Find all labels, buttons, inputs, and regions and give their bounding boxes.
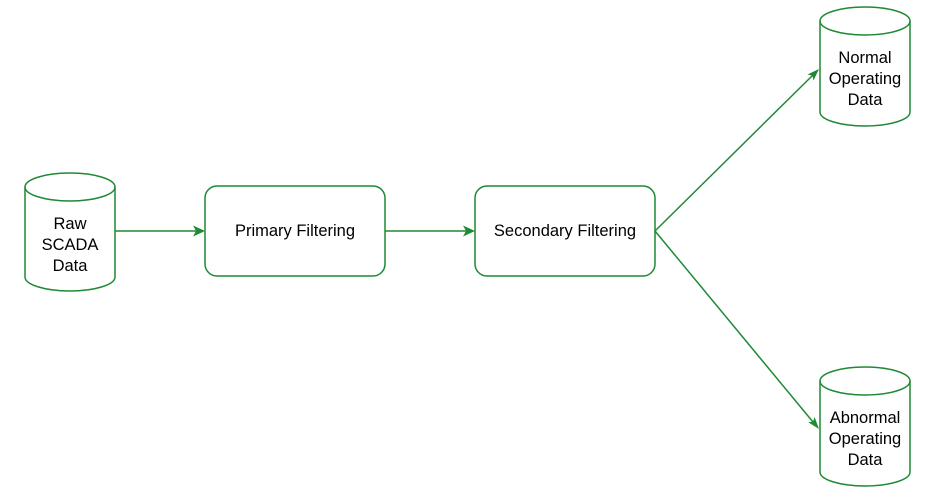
normal-operating-data-cylinder-rim <box>819 20 911 36</box>
edge-secondary-to-normal <box>654 69 819 232</box>
secondary-filtering-label: Secondary Filtering <box>493 221 637 240</box>
abnormal-operating-data-label: Abnormal Operating Data <box>828 408 902 469</box>
normal-operating-data-cylinder <box>819 6 911 127</box>
abnormal-operating-data-cylinder-body <box>819 366 911 487</box>
raw-scada-data-cylinder <box>24 172 116 292</box>
normal-operating-data-cylinder-body <box>819 6 911 127</box>
edge-secondary-to-abnormal <box>654 230 819 429</box>
edge-primary-to-secondary-arrowhead <box>463 225 475 237</box>
raw-scada-data-cylinder-rim <box>24 186 116 202</box>
raw-scada-data-cylinder-body <box>24 172 116 292</box>
normal-operating-data-label: Normal Operating Data <box>828 48 902 109</box>
edge-raw-to-primary-arrowhead <box>193 225 205 237</box>
abnormal-operating-data-cylinder <box>819 366 911 487</box>
primary-filtering-label: Primary Filtering <box>234 221 356 240</box>
edge-raw-to-primary <box>115 225 205 237</box>
raw-scada-data-label: Raw SCADA Data <box>41 214 99 275</box>
edge-secondary-to-normal-line <box>654 74 814 232</box>
edge-secondary-to-abnormal-arrowhead <box>808 417 819 429</box>
edge-secondary-to-abnormal-line <box>654 230 814 423</box>
edge-primary-to-secondary <box>385 225 475 237</box>
abnormal-operating-data-cylinder-rim <box>819 380 911 396</box>
edge-secondary-to-normal-arrowhead <box>807 69 819 81</box>
